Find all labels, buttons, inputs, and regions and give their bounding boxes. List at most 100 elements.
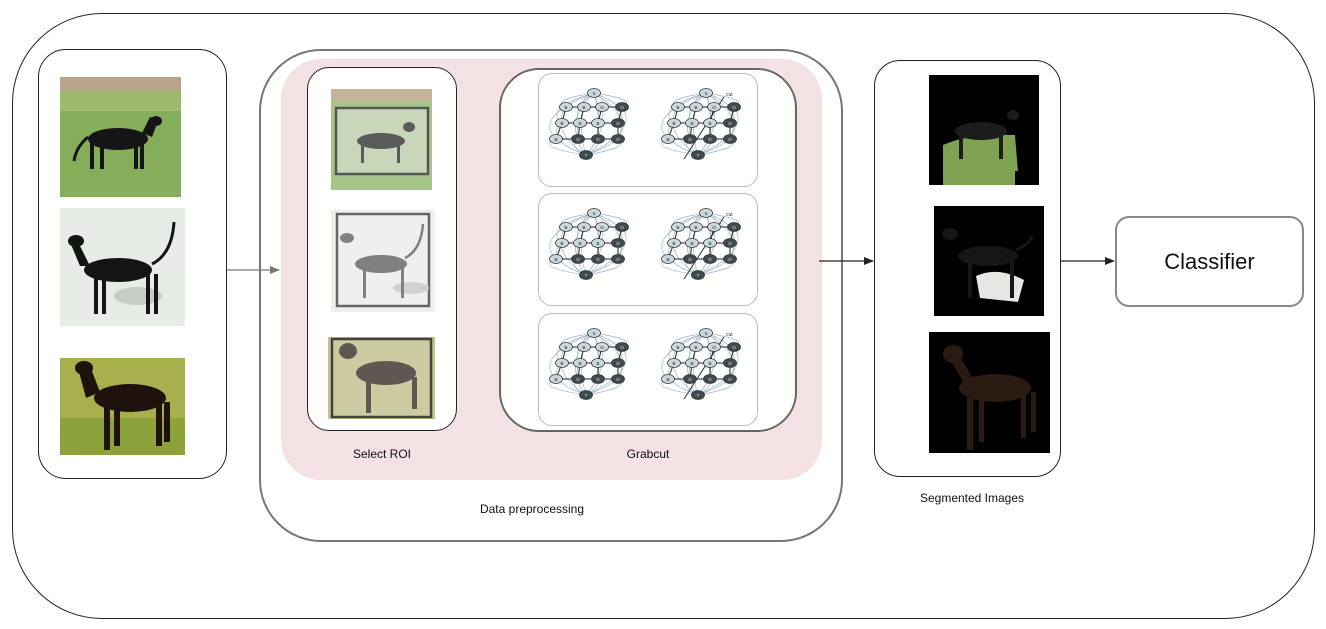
input-image-2	[60, 208, 185, 326]
graph-node	[707, 342, 721, 352]
source-link	[661, 332, 707, 380]
graph-node-label: O	[712, 105, 716, 110]
graph-node	[571, 134, 585, 144]
graph-node-label: O	[600, 225, 604, 230]
graph-node-label: B	[676, 225, 679, 230]
graph-node-label: O	[728, 377, 732, 382]
graph-node	[573, 238, 587, 248]
graph-node	[579, 150, 593, 160]
graph-node-label: B	[578, 121, 581, 126]
graph-node	[595, 222, 609, 232]
graph-node-label: B	[582, 225, 585, 230]
graph-node	[685, 238, 699, 248]
graph-node	[579, 270, 593, 280]
graph-node	[559, 342, 573, 352]
graph-node	[703, 238, 717, 248]
graph-node-label: B	[676, 345, 679, 350]
source-link	[549, 212, 595, 260]
data-preprocessing-label: Data preprocessing	[479, 502, 585, 516]
graph-node	[571, 254, 585, 264]
graph-node	[703, 374, 717, 384]
graph-node-label: S	[704, 211, 707, 216]
graph-node	[661, 134, 675, 144]
graph-node-label: O	[728, 137, 732, 142]
graph-node	[611, 118, 625, 128]
cut-label: cut	[726, 212, 733, 218]
graph-node	[703, 134, 717, 144]
graph-node-label: B	[578, 361, 581, 366]
graph-node	[707, 222, 721, 232]
graph-node-label: O	[728, 241, 732, 246]
segmented-image-3	[929, 332, 1050, 453]
graph-node-label: B	[554, 137, 557, 142]
cut-label: cut	[726, 92, 733, 98]
graph-node	[591, 254, 605, 264]
graph-node	[595, 102, 609, 112]
graph-node	[727, 222, 741, 232]
graph-node-label: O	[708, 377, 712, 382]
graph-node	[549, 374, 563, 384]
graph-node	[591, 118, 605, 128]
graph-node-label: O	[732, 225, 736, 230]
graph-node-label: O	[620, 345, 624, 350]
cut-label: cut	[726, 332, 733, 338]
input-image-1	[60, 77, 181, 197]
graph-node-label: T	[585, 393, 588, 398]
graph-node-label: O	[616, 241, 620, 246]
graph-node	[611, 358, 625, 368]
graph-node	[555, 358, 569, 368]
graph-node	[685, 358, 699, 368]
graph-node-label: B	[560, 121, 563, 126]
graph-node	[559, 102, 573, 112]
graph-node	[573, 358, 587, 368]
graph-node	[571, 374, 585, 384]
source-link	[661, 212, 707, 260]
graph-node	[683, 374, 697, 384]
graph-node-label: T	[697, 153, 700, 158]
graph-node	[689, 342, 703, 352]
graph-node	[723, 118, 737, 128]
input-image-3	[60, 358, 185, 455]
graph-node	[611, 374, 625, 384]
graph-node	[591, 374, 605, 384]
graph-node-label: T	[585, 273, 588, 278]
graph-node-label: B	[690, 121, 693, 126]
graph-node-label: O	[600, 105, 604, 110]
graph-node-label: B	[564, 105, 567, 110]
graph-node	[667, 238, 681, 248]
graph-node-label: O	[708, 137, 712, 142]
graph-node	[595, 342, 609, 352]
graph-node-label: S	[592, 331, 595, 336]
graph-node	[587, 208, 601, 218]
graph-node-label: O	[616, 361, 620, 366]
graph-node	[615, 342, 629, 352]
graph-node	[699, 328, 713, 338]
graph-node	[549, 254, 563, 264]
graph-node-label: O	[712, 225, 716, 230]
graph-node-label: B	[554, 257, 557, 262]
graph-node	[671, 222, 685, 232]
graph-node-label: B	[596, 361, 599, 366]
graph-node-label: O	[728, 121, 732, 126]
graph-node-label: O	[616, 121, 620, 126]
graph-node-label: O	[616, 257, 620, 262]
graph-node-label: O	[728, 361, 732, 366]
classifier-box: Classifier	[1115, 216, 1304, 307]
classifier-label: Classifier	[1164, 248, 1255, 274]
graph-node	[671, 342, 685, 352]
graph-node-label: B	[560, 241, 563, 246]
graph-node-label: O	[708, 257, 712, 262]
graph-node	[723, 374, 737, 384]
graph-node-label: T	[585, 153, 588, 158]
graph-node	[667, 118, 681, 128]
segmented-image-2	[934, 206, 1044, 316]
graph-node	[559, 222, 573, 232]
graph-node	[591, 134, 605, 144]
graph-node	[555, 238, 569, 248]
graph-node	[723, 134, 737, 144]
graph-node	[703, 358, 717, 368]
graph-node	[723, 358, 737, 368]
graph-node	[723, 238, 737, 248]
